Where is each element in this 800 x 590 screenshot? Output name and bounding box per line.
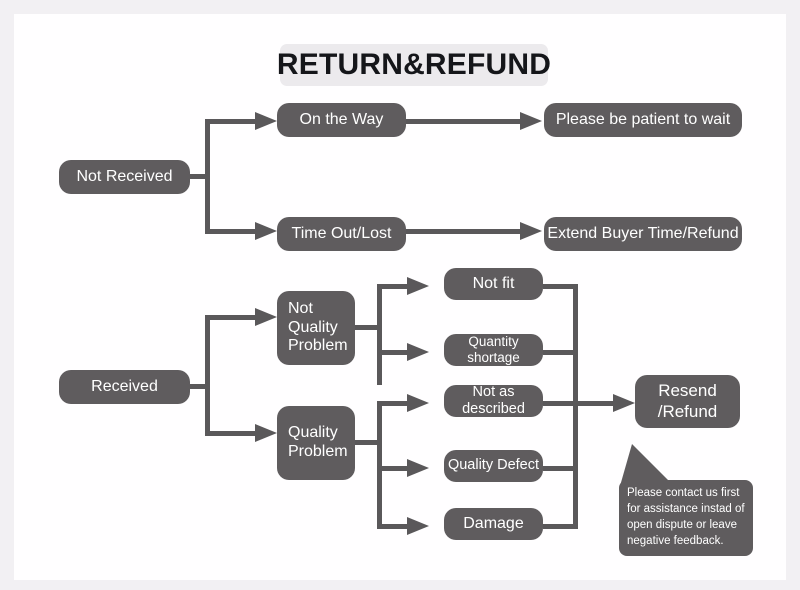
connector-to-damage bbox=[377, 524, 408, 529]
arrow-to-quality-defect bbox=[407, 459, 429, 477]
connector-to-quantity-shortage bbox=[377, 350, 408, 355]
node-received[interactable]: Received bbox=[59, 370, 190, 404]
connector-nqp-split bbox=[377, 284, 382, 385]
arrow-to-damage bbox=[407, 517, 429, 535]
connector-to-resend-refund bbox=[573, 401, 615, 406]
connector-to-quality-problem bbox=[205, 431, 256, 436]
connector-merge-rail bbox=[573, 284, 578, 529]
connector-to-quality-defect bbox=[377, 466, 408, 471]
connector-not-received-split bbox=[205, 119, 210, 234]
diagram-canvas: RETURN&REFUND Not Received On the Way Ti… bbox=[14, 14, 786, 580]
connector-not-received-stub bbox=[190, 174, 206, 179]
arrow-to-resend-refund bbox=[613, 394, 635, 412]
connector-damage-merge bbox=[543, 524, 578, 529]
callout-note: Please contact us first for assistance i… bbox=[619, 480, 753, 556]
node-please-be-patient[interactable]: Please be patient to wait bbox=[544, 103, 742, 137]
arrow-to-quantity-shortage bbox=[407, 343, 429, 361]
connector-quantity-shortage-merge bbox=[543, 350, 578, 355]
node-not-fit[interactable]: Not fit bbox=[444, 268, 543, 300]
connector-to-on-the-way bbox=[205, 119, 256, 124]
arrow-to-not-fit bbox=[407, 277, 429, 295]
connector-on-the-way-to-wait bbox=[406, 119, 522, 124]
connector-quality-defect-merge bbox=[543, 466, 578, 471]
node-resend-refund[interactable]: Resend /Refund bbox=[635, 375, 740, 428]
connector-qp-split bbox=[377, 401, 382, 525]
arrow-to-not-as-described bbox=[407, 394, 429, 412]
arrow-to-on-the-way bbox=[255, 112, 277, 130]
callout-tail bbox=[620, 444, 674, 486]
node-not-quality-problem[interactable]: Not Quality Problem bbox=[277, 291, 355, 365]
arrow-to-not-quality-problem bbox=[255, 308, 277, 326]
node-on-the-way[interactable]: On the Way bbox=[277, 103, 406, 137]
connector-received-split bbox=[205, 315, 210, 436]
page-title: RETURN&REFUND bbox=[277, 44, 551, 86]
connector-not-as-described-merge bbox=[543, 401, 578, 406]
connector-qp-stub bbox=[355, 440, 378, 445]
node-extend-buyer-time[interactable]: Extend Buyer Time/Refund bbox=[544, 217, 742, 251]
arrow-to-extend-buyer-time bbox=[520, 222, 542, 240]
connector-to-not-as-described bbox=[377, 401, 408, 406]
connector-time-out-to-extend bbox=[406, 229, 522, 234]
connector-received-stub bbox=[190, 384, 206, 389]
node-not-received[interactable]: Not Received bbox=[59, 160, 190, 194]
node-time-out-lost[interactable]: Time Out/Lost bbox=[277, 217, 406, 251]
connector-to-time-out bbox=[205, 229, 256, 234]
connector-to-not-fit bbox=[377, 284, 408, 289]
node-not-as-described[interactable]: Not as described bbox=[444, 384, 543, 417]
arrow-to-quality-problem bbox=[255, 424, 277, 442]
node-quality-defect[interactable]: Quality Defect bbox=[444, 450, 543, 482]
node-quantity-shortage[interactable]: Quantity shortage bbox=[444, 334, 543, 366]
connector-nqp-stub bbox=[355, 325, 378, 330]
node-damage[interactable]: Damage bbox=[444, 508, 543, 540]
connector-to-not-quality-problem bbox=[205, 315, 256, 320]
arrow-to-time-out bbox=[255, 222, 277, 240]
node-quality-problem[interactable]: Quality Problem bbox=[277, 406, 355, 480]
arrow-to-please-wait bbox=[520, 112, 542, 130]
connector-not-fit-merge bbox=[543, 284, 578, 289]
